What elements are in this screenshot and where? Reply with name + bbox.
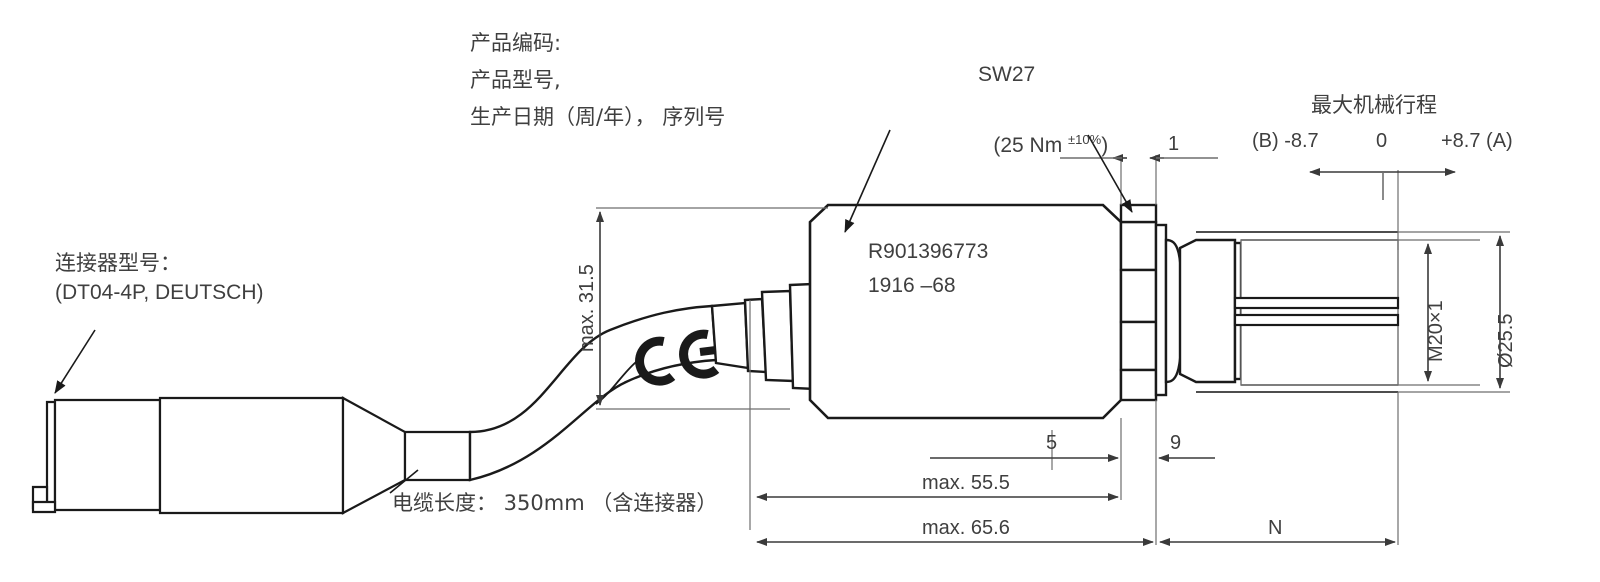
leader-nameplate (844, 129, 891, 233)
torque-label: (25 Nm ±10%) (970, 95, 1108, 191)
dimension-leader-lines (596, 155, 1510, 545)
threaded-collar (1178, 238, 1243, 384)
dim-length-n: N (1268, 517, 1283, 539)
dim-diameter: Ø25.5 (1495, 313, 1517, 368)
connector-plug (31, 396, 472, 515)
leader-cable-length (389, 469, 419, 494)
product-code-label-line3: 生产日期（周/年）， 序列号 (470, 105, 726, 129)
torque-value: (25 Nm (993, 134, 1069, 157)
push-rod (1233, 296, 1400, 327)
connector-type-label-line2: (DT04-4P, DEUTSCH) (55, 281, 264, 304)
dim-length-55: max. 55.5 (922, 472, 1010, 494)
stroke-zero-label: 0 (1376, 130, 1388, 152)
dim-offset-9: 9 (1170, 432, 1182, 454)
dim-length-65: max. 65.6 (922, 517, 1010, 539)
nameplate-line1: R901396773 (868, 240, 989, 263)
solenoid-body (808, 203, 1123, 420)
product-code-label-line1: 产品编码: (470, 31, 562, 55)
dim-offset-5: 5 (1046, 432, 1058, 454)
nameplate-line2: 1916 –68 (868, 274, 956, 297)
product-code-label-line2: 产品型号, (470, 68, 561, 92)
hex-nut-sw27 (1119, 203, 1158, 402)
cable-gland (710, 282, 817, 391)
cable-length-label: 电缆长度： 350mm （含连接器） (392, 491, 718, 515)
connector-type-label-line1: 连接器型号： (55, 251, 181, 275)
torque-close-paren: ) (1101, 134, 1109, 157)
stroke-title-label: 最大机械行程 (1311, 93, 1437, 117)
dim-gap-1: 1 (1168, 133, 1180, 155)
dim-height-max: max. 31.5 (576, 264, 598, 352)
wrench-size-label: SW27 (978, 63, 1036, 86)
washer-seal (1154, 223, 1184, 397)
stroke-min-label: (B) -8.7 (1252, 130, 1319, 152)
dimension-arrows (596, 154, 1504, 546)
torque-tolerance: ±10% (1068, 132, 1102, 147)
stroke-max-label: +8.7 (A) (1441, 130, 1513, 152)
ce-marking (635, 329, 720, 386)
leader-sw27 (1087, 134, 1133, 213)
dim-thread-m20: M20×1 (1425, 300, 1447, 362)
leader-connector (54, 329, 96, 394)
annotation-leaders (54, 129, 1133, 494)
